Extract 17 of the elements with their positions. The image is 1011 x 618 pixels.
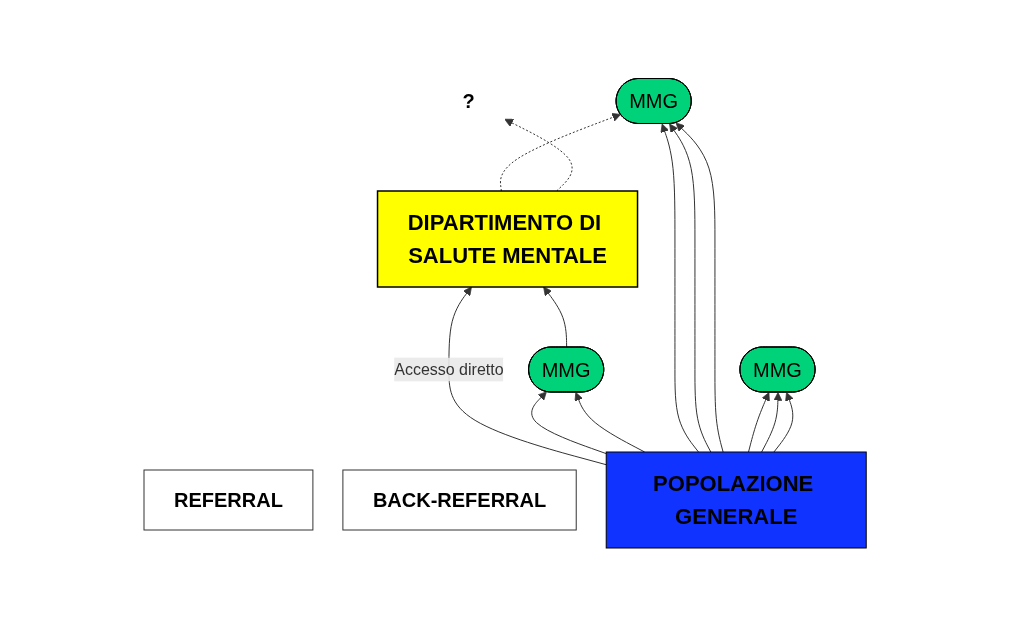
arrow bbox=[500, 112, 622, 191]
node-box: BACK-REFERRAL bbox=[342, 469, 578, 530]
node-box: POPOLAZIONE GENERALE bbox=[606, 451, 868, 548]
arrow bbox=[504, 118, 573, 191]
arrow bbox=[543, 286, 568, 348]
arrow bbox=[761, 391, 783, 452]
arrow bbox=[676, 122, 724, 452]
arrow bbox=[448, 286, 608, 465]
node-box: DIPARTIMENTO DI SALUTE MENTALE bbox=[377, 189, 639, 288]
arrow bbox=[773, 391, 794, 452]
arrow bbox=[660, 123, 700, 452]
node-box: REFERRAL bbox=[143, 469, 314, 530]
arrow bbox=[748, 391, 771, 452]
arrow bbox=[669, 123, 712, 452]
edge-label: Accesso diretto bbox=[394, 360, 504, 377]
node-text: ? bbox=[462, 89, 476, 112]
arrow bbox=[531, 391, 608, 454]
